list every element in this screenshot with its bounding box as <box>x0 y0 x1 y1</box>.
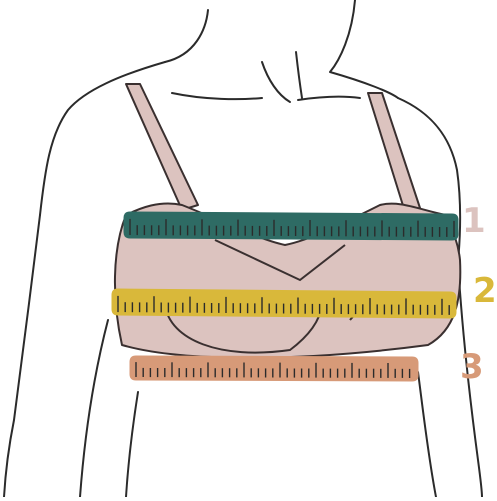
label-1: 1 <box>462 201 486 241</box>
neck-notch-line <box>262 62 290 102</box>
collarbone-left-line <box>172 93 262 99</box>
tape-3-underbust-band <box>130 356 418 381</box>
torso-left-line <box>126 392 138 497</box>
arm-left-line <box>4 215 40 497</box>
tape-3-underbust <box>130 356 418 381</box>
tape-2-bust <box>112 289 456 318</box>
label-2: 2 <box>473 271 497 311</box>
neck-left-line <box>165 10 208 62</box>
neck-notch-line-2 <box>296 52 302 98</box>
right-strap <box>368 93 420 212</box>
shoulder-left-line <box>40 62 165 215</box>
neck-right-line <box>330 0 398 98</box>
tape-1-underbust-top-band <box>124 212 458 240</box>
tape-1-underbust-top <box>124 212 458 240</box>
tape-2-bust-band <box>112 289 456 318</box>
label-3: 3 <box>460 347 484 387</box>
left-strap <box>126 84 198 210</box>
arm-left-inner-line <box>80 320 108 497</box>
collarbone-right-line <box>298 97 360 100</box>
torso-right-line <box>418 372 436 497</box>
